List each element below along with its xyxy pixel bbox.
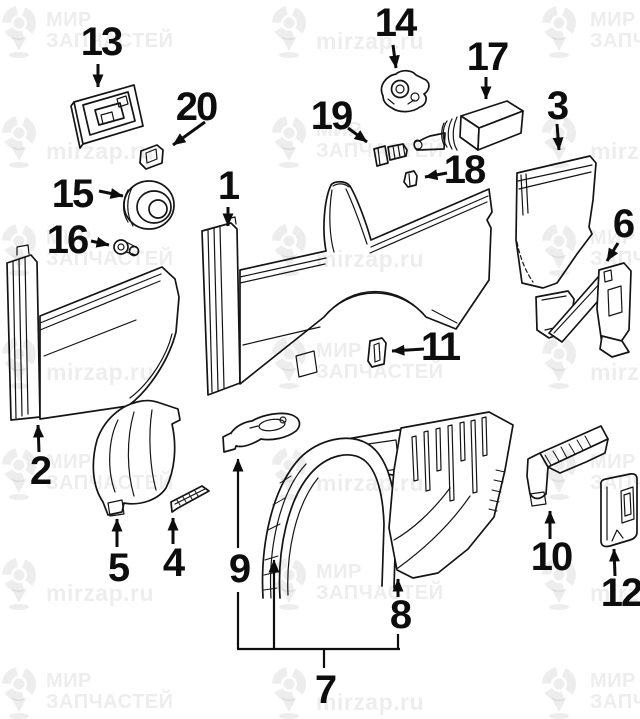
part-5-wheelhouse-half xyxy=(92,399,181,517)
part-16-bolt xyxy=(113,239,140,257)
part-3-rear-panel-section xyxy=(515,155,597,289)
part-19-screw xyxy=(373,143,408,167)
part-14-lock-bracket xyxy=(380,69,430,113)
part-15-grommet xyxy=(122,180,175,230)
part-20-clip xyxy=(139,144,164,170)
part-11-clip xyxy=(367,337,387,368)
callout-arrows xyxy=(32,44,620,668)
part-6-support-bracket xyxy=(535,262,632,358)
part-2-quarter-panel-section xyxy=(6,244,180,421)
part-4-sill-strip xyxy=(170,485,210,513)
part-8-inner-panel xyxy=(388,411,514,579)
part-17-actuator xyxy=(413,100,524,151)
part-18-clip xyxy=(403,170,418,188)
part-12-plate xyxy=(600,473,638,548)
part-9-support xyxy=(222,412,301,453)
part-13-plate xyxy=(70,84,144,149)
part-10-extension xyxy=(526,425,609,507)
group-7-bracket xyxy=(236,559,400,668)
part-1-quarter-panel xyxy=(201,180,493,396)
